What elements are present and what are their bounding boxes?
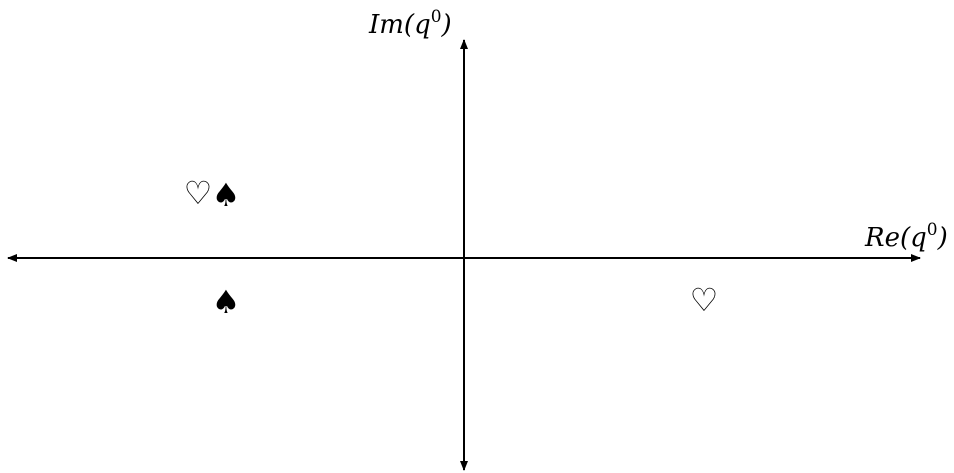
upper-left-spade-marker: ♠ xyxy=(212,176,241,214)
lower-left-spade-marker: ♠ xyxy=(212,283,241,321)
imaginary-axis-label: Im(q0) xyxy=(368,7,452,40)
lower-right-heart-marker: ♡ xyxy=(690,281,719,319)
upper-left-heart-marker: ♡ xyxy=(184,174,213,212)
real-axis-label: Re(q0) xyxy=(864,220,948,253)
